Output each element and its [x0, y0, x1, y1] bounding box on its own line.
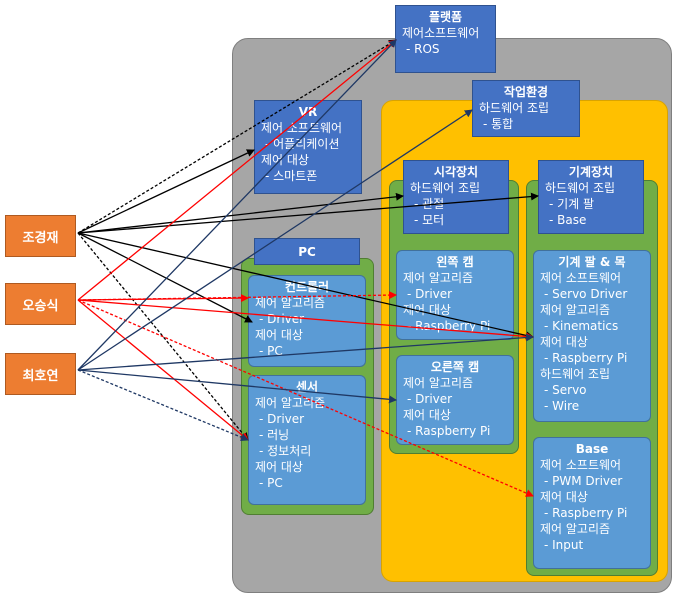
- machine-box: 기계장치 하드웨어 조립 - 기계 팔 - Base: [538, 160, 644, 234]
- arrow-cho-controller: [77, 232, 253, 323]
- sensor-title: 센서: [295, 380, 319, 394]
- right-cam-box: 오른쪽 캠 제어 알고리즘 - Driver 제어 대상 - Raspberry…: [396, 355, 514, 445]
- controller-line: 제어 알고리즘: [255, 296, 326, 310]
- arrow-cho-vr: [77, 149, 255, 234]
- right-cam-line: 제어 대상: [403, 408, 451, 422]
- person-choi: 최호연: [5, 353, 76, 395]
- arm-line: - Servo: [544, 383, 587, 397]
- person-oh: 오승식: [5, 283, 76, 325]
- vr-line: - 스마트폰: [265, 169, 318, 183]
- arrow-choi-sensor: [77, 369, 249, 442]
- base-line: 제어 소프트웨어: [540, 458, 622, 472]
- platform-line: 제어소프트웨어: [402, 26, 480, 40]
- platform-box: 플랫폼 제어소프트웨어 - ROS: [395, 5, 496, 73]
- workenv-title: 작업환경: [503, 85, 549, 99]
- arrow-oh-sensor: [77, 299, 249, 441]
- platform-title: 플랫폼: [428, 10, 463, 24]
- vr-box: VR 제어 소프트웨어 - 어플리케이션 제어 대상 - 스마트폰: [254, 100, 362, 194]
- sensor-line: - 러닝: [259, 428, 290, 442]
- arrow-cho-sensor: [77, 232, 249, 441]
- base-box: Base 제어 소프트웨어 - PWM Driver 제어 대상 - Raspb…: [533, 437, 651, 569]
- left-cam-line: 제어 대상: [403, 303, 451, 317]
- platform-line: - ROS: [406, 42, 440, 56]
- base-line: - PWM Driver: [544, 474, 623, 488]
- person-cho: 조경재: [5, 215, 76, 257]
- base-line: - Raspberry Pi: [544, 506, 628, 520]
- arm-line: - Raspberry Pi: [544, 351, 628, 365]
- workenv-line: 하드웨어 조립: [479, 101, 550, 115]
- arm-line: - Servo Driver: [544, 287, 628, 301]
- vision-line: - 모터: [414, 213, 445, 227]
- controller-line: 제어 대상: [255, 328, 303, 342]
- vr-line: - 어플리케이션: [265, 137, 340, 151]
- sensor-line: - PC: [259, 476, 283, 490]
- left-cam-box: 왼쪽 캠 제어 알고리즘 - Driver 제어 대상 - Raspberry …: [396, 250, 514, 340]
- machine-line: - Base: [549, 213, 587, 227]
- left-cam-line: - Driver: [407, 287, 453, 301]
- machine-line: 하드웨어 조립: [545, 181, 616, 195]
- workenv-box: 작업환경 하드웨어 조립 - 통합: [472, 80, 580, 137]
- arm-line: 제어 소프트웨어: [540, 271, 622, 285]
- controller-box: 컨트롤러 제어 알고리즘 - Driver 제어 대상 - PC: [248, 275, 366, 367]
- arm-box: 기계 팔 & 목 제어 소프트웨어 - Servo Driver 제어 알고리즘…: [533, 250, 651, 422]
- arrow-oh-controller: [77, 294, 249, 303]
- arm-line: 제어 대상: [540, 335, 588, 349]
- base-title: Base: [575, 442, 609, 456]
- arm-line: 제어 알고리즘: [540, 303, 611, 317]
- vision-title: 시각장치: [433, 165, 479, 179]
- arm-title: 기계 팔 & 목: [558, 255, 626, 269]
- right-cam-line: - Raspberry Pi: [407, 424, 491, 438]
- arm-line: - Kinematics: [544, 319, 619, 333]
- sensor-line: - Driver: [259, 412, 305, 426]
- controller-line: - Driver: [259, 312, 305, 326]
- sensor-line: - 정보처리: [259, 444, 312, 458]
- left-cam-line: - Raspberry Pi: [407, 319, 491, 333]
- vision-line: 하드웨어 조립: [410, 181, 481, 195]
- right-cam-title: 오른쪽 캠: [430, 360, 480, 374]
- sensor-line: 제어 알고리즘: [255, 396, 326, 410]
- left-cam-title: 왼쪽 캠: [436, 255, 474, 269]
- vr-line: 제어 대상: [261, 153, 309, 167]
- vision-line: - 관절: [414, 197, 445, 211]
- base-line: 제어 대상: [540, 490, 588, 504]
- controller-title: 컨트롤러: [284, 280, 330, 294]
- left-cam-line: 제어 알고리즘: [403, 271, 474, 285]
- pc-header: PC: [254, 238, 360, 265]
- sensor-box: 센서 제어 알고리즘 - Driver - 러닝 - 정보처리 제어 대상 - …: [248, 375, 366, 505]
- right-cam-line: - Driver: [407, 392, 453, 406]
- sensor-line: 제어 대상: [255, 460, 303, 474]
- workenv-line: - 통합: [483, 117, 514, 131]
- arm-line: - Wire: [544, 399, 580, 413]
- base-line: 제어 알고리즘: [540, 522, 611, 536]
- vision-box: 시각장치 하드웨어 조립 - 관절 - 모터: [403, 160, 509, 234]
- arm-line: 하드웨어 조립: [540, 367, 611, 381]
- machine-title: 기계장치: [568, 165, 614, 179]
- base-line: - Input: [544, 538, 584, 552]
- machine-line: - 기계 팔: [549, 197, 595, 211]
- right-cam-line: 제어 알고리즘: [403, 376, 474, 390]
- vr-line: 제어 소프트웨어: [261, 121, 343, 135]
- pc-title: PC: [298, 244, 316, 259]
- vr-title: VR: [298, 105, 318, 119]
- controller-line: - PC: [259, 344, 283, 358]
